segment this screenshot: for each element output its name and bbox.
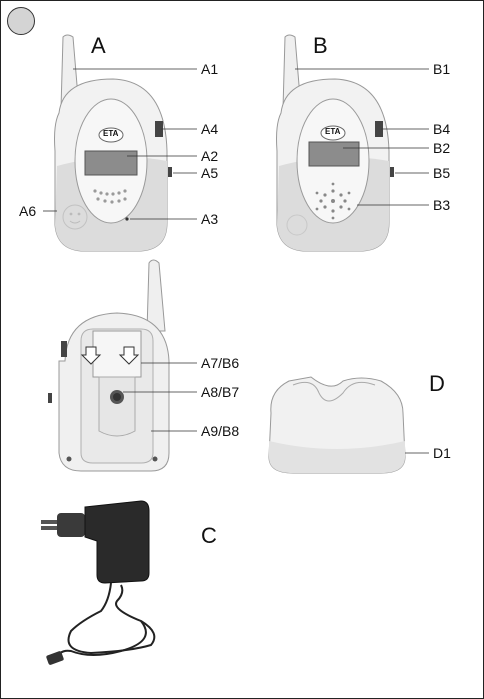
label-a2: A2: [201, 148, 219, 164]
label-a6: A6: [19, 203, 37, 219]
leader-lines-b: [295, 68, 429, 206]
parent-unit-a-front: [54, 34, 172, 252]
baby-unit-b-front: [276, 34, 394, 252]
label-b5: B5: [433, 165, 451, 181]
power-adapter-c: [41, 500, 156, 665]
label-d1: D1: [433, 445, 451, 461]
label-a7-b6: A7/B6: [201, 355, 240, 371]
label-b2: B2: [433, 140, 451, 156]
section-letter-a: A: [91, 33, 106, 58]
label-a1: A1: [201, 61, 219, 77]
label-a3: A3: [201, 211, 219, 227]
charging-cradle-d: [268, 376, 406, 474]
label-b3: B3: [433, 197, 451, 213]
label-b4: B4: [433, 121, 451, 137]
leader-lines-back: [123, 362, 197, 432]
section-letter-c: C: [201, 523, 217, 548]
leader-lines-a: [43, 68, 197, 220]
section-letter-d: D: [429, 371, 445, 396]
eta-logo-b: ETA: [325, 127, 341, 136]
label-a8-b7: A8/B7: [201, 384, 240, 400]
label-a4: A4: [201, 121, 219, 137]
eta-logo-a: ETA: [103, 129, 119, 138]
unit-back-view: [48, 259, 170, 472]
section-badge-icon: [7, 7, 35, 35]
section-letter-b: B: [313, 33, 328, 58]
label-b1: B1: [433, 61, 451, 77]
label-a5: A5: [201, 165, 219, 181]
label-a9-b8: A9/B8: [201, 423, 240, 439]
